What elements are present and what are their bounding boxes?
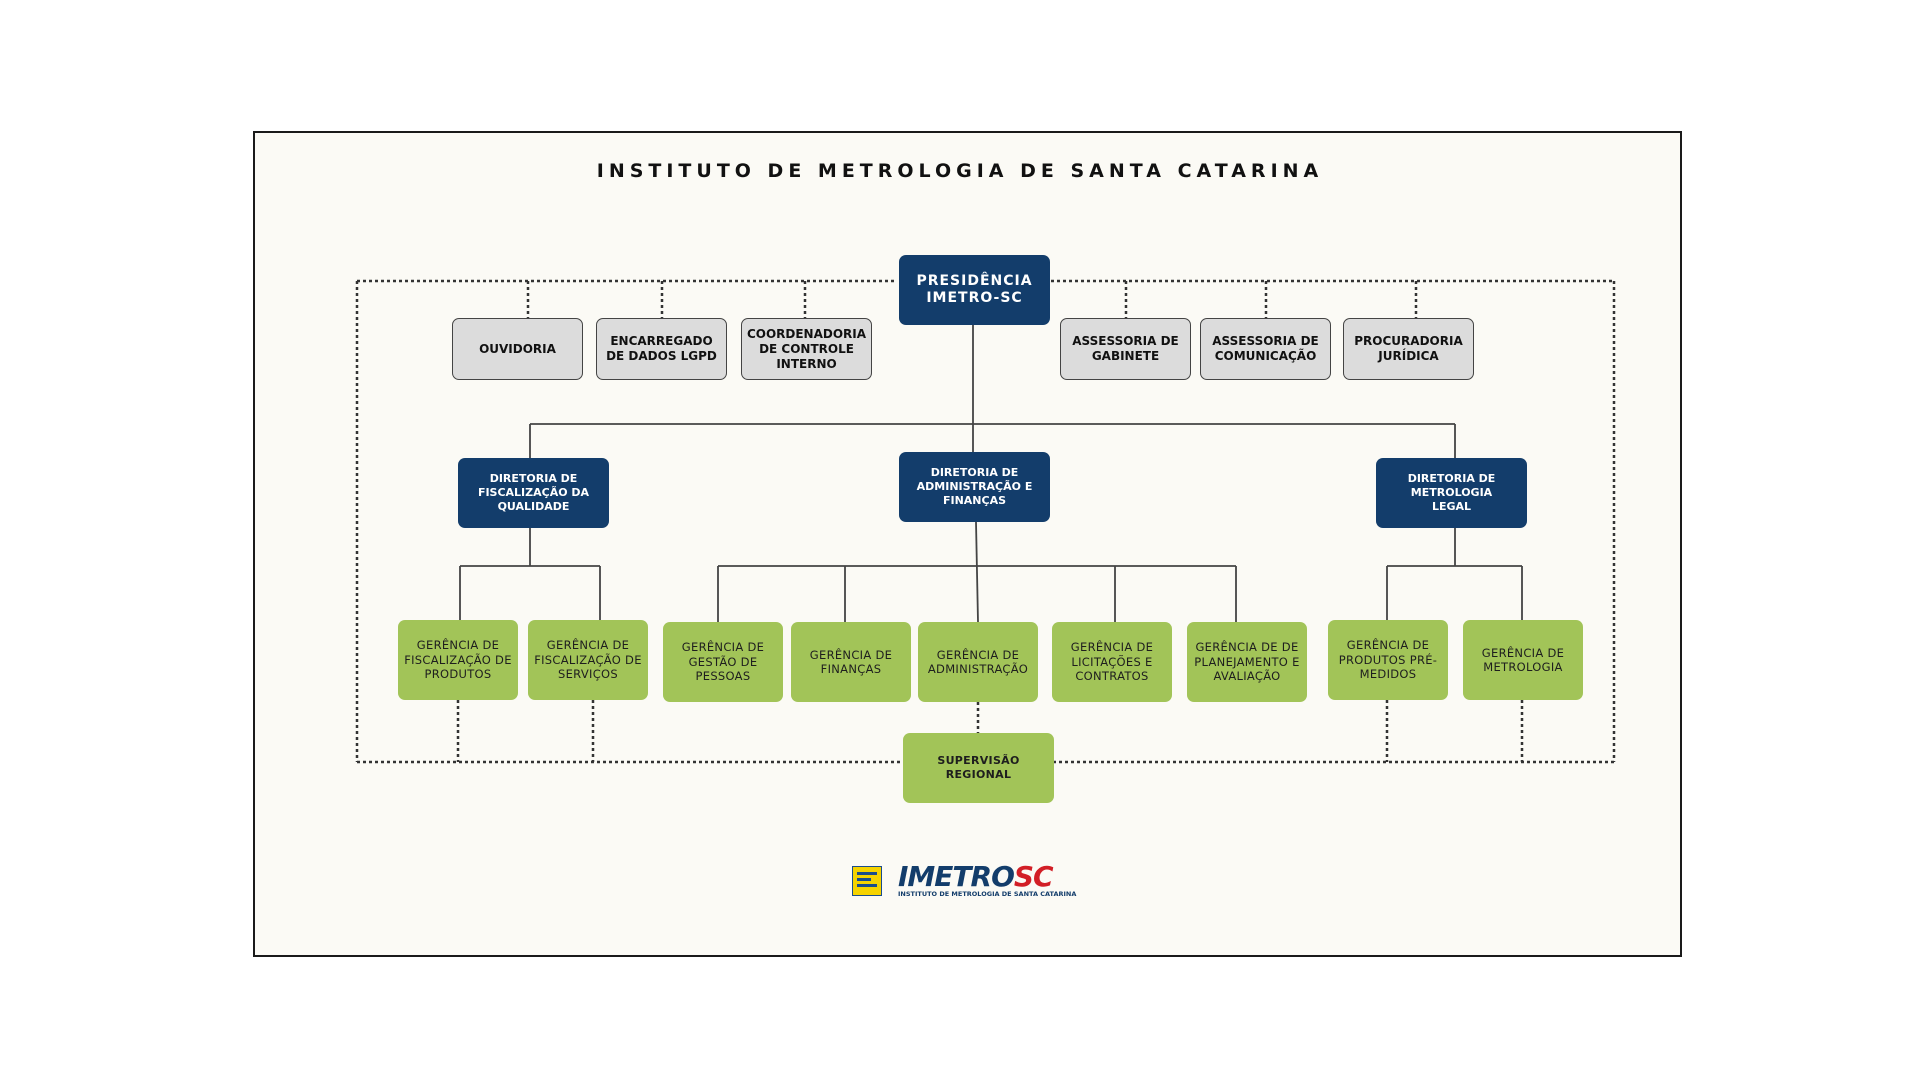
- ouvidoria-box: OUVIDORIA: [452, 318, 583, 380]
- logo-wordmark: IMETROSC: [898, 860, 1054, 893]
- gerencia-metrologia-box: GERÊNCIA DE METROLOGIA: [1463, 620, 1583, 700]
- assessoria-gabinete-box: ASSESSORIA DE GABINETE: [1060, 318, 1191, 380]
- diretoria-metrologia-box: DIRETORIA DE METROLOGIA LEGAL: [1376, 458, 1527, 528]
- diretoria-administracao-box: DIRETORIA DE ADMINISTRAÇÃO E FINANÇAS: [899, 452, 1050, 522]
- procuradoria-juridica-box: PROCURADORIA JURÍDICA: [1343, 318, 1474, 380]
- gerencia-licitacoes-box: GERÊNCIA DE LICITAÇÕES E CONTRATOS: [1052, 622, 1172, 702]
- gerencia-pre-medidos-box: GERÊNCIA DE PRODUTOS PRÉ-MEDIDOS: [1328, 620, 1448, 700]
- presidencia-box: PRESIDÊNCIA IMETRO-SC: [899, 255, 1050, 325]
- imetro-logo: IMETROSC INSTITUTO DE METROLOGIA DE SANT…: [852, 860, 1076, 898]
- gerencia-fiscalizacao-produtos-box: GERÊNCIA DE FISCALIZAÇÃO DE PRODUTOS: [398, 620, 518, 700]
- gerencia-planejamento-box: GERÊNCIA DE DE PLANEJAMENTO E AVALIAÇÃO: [1187, 622, 1307, 702]
- flag-icon: [852, 866, 882, 896]
- encarregado-lgpd-box: ENCARREGADO DE DADOS LGPD: [596, 318, 727, 380]
- gerencia-fiscalizacao-servicos-box: GERÊNCIA DE FISCALIZAÇÃO DE SERVIÇOS: [528, 620, 648, 700]
- diretoria-fiscalizacao-box: DIRETORIA DE FISCALIZAÇÃO DA QUALIDADE: [458, 458, 609, 528]
- gerencia-gestao-pessoas-box: GERÊNCIA DE GESTÃO DE PESSOAS: [663, 622, 783, 702]
- gerencia-financas-box: GERÊNCIA DE FINANÇAS: [791, 622, 911, 702]
- controle-interno-box: COORDENADORIA DE CONTROLE INTERNO: [741, 318, 872, 380]
- gerencia-administracao-box: GERÊNCIA DE ADMINISTRAÇÃO: [918, 622, 1038, 702]
- supervisao-regional-box: SUPERVISÃO REGIONAL: [903, 733, 1054, 803]
- logo-subtitle: INSTITUTO DE METROLOGIA DE SANTA CATARIN…: [898, 890, 1077, 898]
- page-title: INSTITUTO DE METROLOGIA DE SANTA CATARIN…: [596, 160, 1324, 182]
- assessoria-comunicacao-box: ASSESSORIA DE COMUNICAÇÃO: [1200, 318, 1331, 380]
